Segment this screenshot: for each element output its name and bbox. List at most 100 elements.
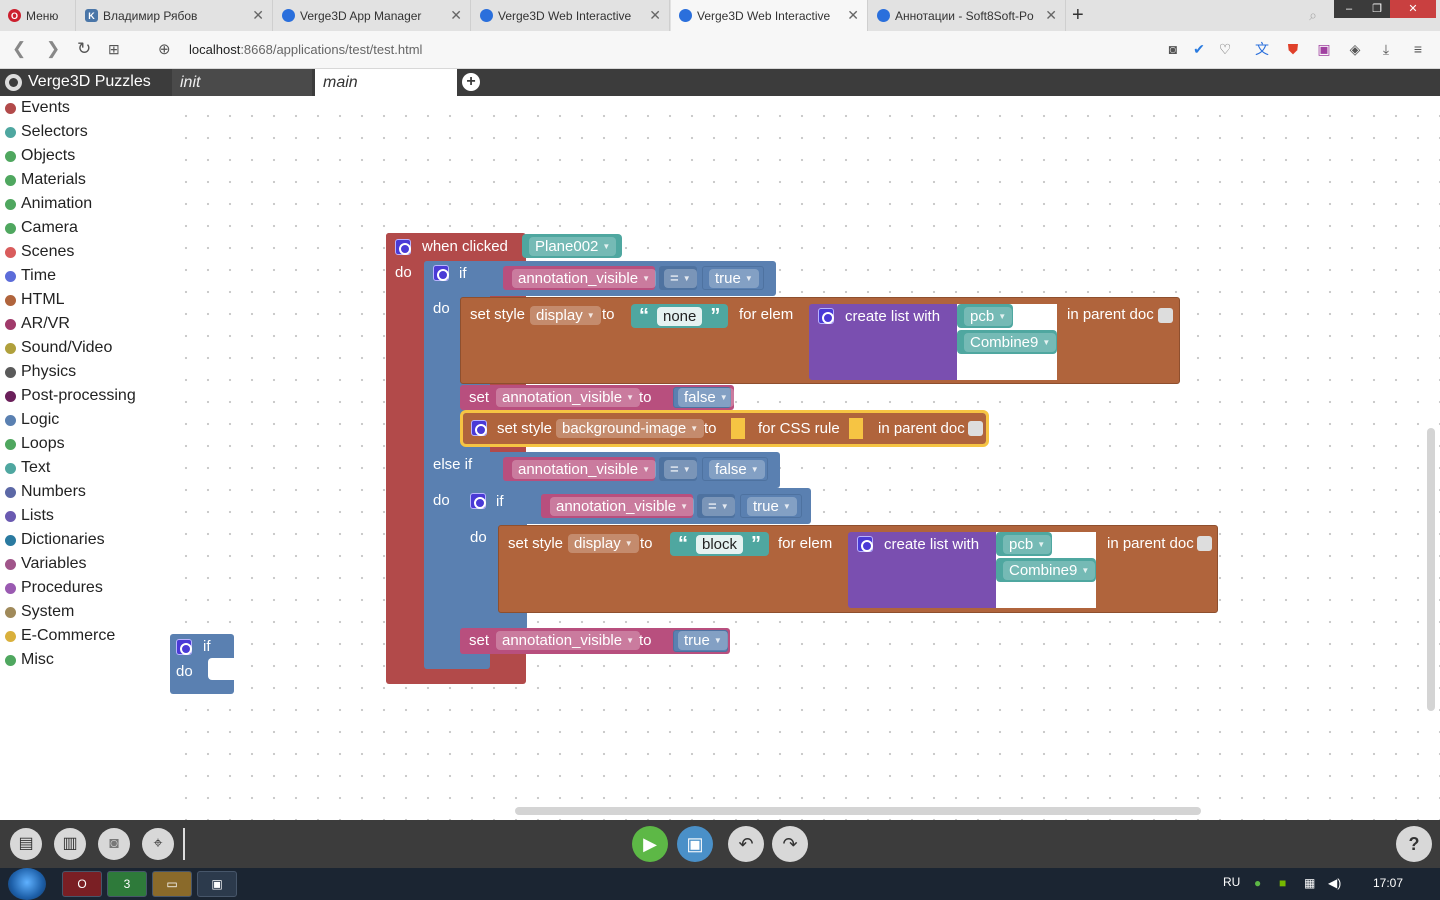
maximize-button[interactable]: ❐ (1362, 0, 1392, 18)
object-pcb[interactable]: pcb▼ (996, 532, 1052, 556)
toolbox-category-camera[interactable]: Camera (5, 216, 78, 240)
workspace[interactable] (170, 96, 1440, 820)
toolbox-category-materials[interactable]: Materials (5, 168, 86, 192)
text-none[interactable]: “none” (631, 304, 729, 328)
heart-icon[interactable]: ♡ (1218, 41, 1232, 57)
speed-dial-icon[interactable]: ⊞ (108, 41, 120, 57)
stray-if-block[interactable]: if do (170, 634, 234, 694)
redo-button[interactable]: ↷ (772, 826, 808, 862)
close-window-button[interactable]: ✕ (1390, 0, 1436, 18)
gear-icon[interactable] (818, 308, 834, 324)
search-icon[interactable]: ⌕ (1309, 7, 1317, 23)
text-value[interactable]: none (657, 306, 703, 326)
empty-input-slot[interactable] (731, 418, 745, 439)
close-tab-icon[interactable]: ✕ (1045, 7, 1057, 23)
variable-getter[interactable]: annotation_visible▼ (541, 494, 695, 518)
text-block[interactable]: “block” (670, 532, 770, 556)
parent-doc-checkbox[interactable] (1197, 536, 1212, 551)
toolbox-category-objects[interactable]: Objects (5, 144, 75, 168)
opera-taskbar-icon[interactable]: O (62, 871, 102, 897)
boolean-true[interactable]: true▼ (702, 266, 764, 290)
gear-icon[interactable] (176, 639, 192, 655)
toolbox-category-numbers[interactable]: Numbers (5, 480, 86, 504)
minimize-button[interactable]: – (1334, 0, 1364, 18)
tab-init[interactable]: init (172, 69, 312, 96)
toolbox-category-sound-video[interactable]: Sound/Video (5, 336, 112, 360)
object-selector[interactable]: Plane002▼ (522, 234, 622, 258)
run-button[interactable]: ▶ (632, 826, 668, 862)
toolbox-category-e-commerce[interactable]: E-Commerce (5, 624, 115, 648)
undo-button[interactable]: ↶ (728, 826, 764, 862)
panel-icon[interactable]: ▥ (54, 828, 86, 860)
tab-app-manager[interactable]: Verge3D App Manager ✕ (274, 0, 471, 31)
empty-input-slot[interactable] (849, 418, 863, 439)
toolbox-category-events[interactable]: Events (5, 96, 70, 120)
app-taskbar-icon[interactable]: 3 (107, 871, 147, 897)
toolbox-category-procedures[interactable]: Procedures (5, 576, 103, 600)
toolbox-category-selectors[interactable]: Selectors (5, 120, 88, 144)
toolbox-category-variables[interactable]: Variables (5, 552, 87, 576)
opera-menu-button[interactable]: O Меню (0, 0, 76, 31)
back-icon[interactable]: ❮ (12, 39, 27, 58)
compare-operator[interactable]: =▼ (697, 494, 735, 518)
close-tab-icon[interactable]: ✕ (847, 7, 859, 23)
library-icon[interactable]: ▤ (10, 828, 42, 860)
toolbox-category-animation[interactable]: Animation (5, 192, 92, 216)
tab-annotations[interactable]: Аннотации - Soft8Soft-Po ✕ (869, 0, 1066, 31)
compare-operator[interactable]: =▼ (659, 457, 697, 481)
volume-tray-icon[interactable]: ◀) (1328, 876, 1342, 890)
toolbox-category-time[interactable]: Time (5, 264, 56, 288)
translate-icon[interactable]: 文 (1255, 41, 1269, 57)
close-tab-icon[interactable]: ✕ (252, 7, 264, 23)
forward-icon[interactable]: ❯ (46, 39, 61, 58)
variable-getter[interactable]: annotation_visible▼ (503, 266, 657, 290)
extension-icon[interactable]: ▣ (1317, 41, 1331, 57)
help-button[interactable]: ? (1396, 826, 1432, 862)
add-tab-button[interactable]: + (462, 73, 480, 91)
toolbox-category-dictionaries[interactable]: Dictionaries (5, 528, 105, 552)
gear-icon[interactable] (471, 420, 487, 436)
object-combine9[interactable]: Combine9▼ (957, 330, 1057, 354)
gear-icon[interactable] (433, 265, 449, 281)
network-tray-icon[interactable]: ▦ (1304, 876, 1316, 890)
vertical-scrollbar[interactable] (1427, 428, 1435, 711)
when-clicked-block[interactable]: when clicked (386, 233, 522, 260)
object-combine9[interactable]: Combine9▼ (996, 558, 1096, 582)
reload-icon[interactable]: ↻ (77, 39, 92, 58)
tab-vk[interactable]: K Владимир Рябов ✕ (77, 0, 273, 31)
close-tab-icon[interactable]: ✕ (450, 7, 462, 23)
shield-check-icon[interactable]: ✔ (1193, 41, 1205, 57)
close-tab-icon[interactable]: ✕ (649, 7, 661, 23)
toolbox-category-scenes[interactable]: Scenes (5, 240, 74, 264)
screenshot-icon[interactable]: ◙ (98, 828, 130, 860)
boolean-false[interactable]: false▼ (673, 387, 734, 408)
gear-icon[interactable] (857, 536, 873, 552)
boolean-false[interactable]: false▼ (702, 457, 768, 481)
tab-web-interactive-1[interactable]: Verge3D Web Interactive ✕ (472, 0, 670, 31)
tab-main[interactable]: main (315, 69, 457, 96)
toolbox-category-lists[interactable]: Lists (5, 504, 54, 528)
gear-icon[interactable] (470, 493, 486, 509)
download-icon[interactable]: ⤓ (1382, 41, 1390, 57)
gear-icon[interactable] (395, 239, 411, 255)
object-pcb[interactable]: pcb▼ (957, 304, 1013, 328)
tab-web-interactive-active[interactable]: Verge3D Web Interactive ✕ (671, 0, 868, 31)
text-value[interactable]: block (696, 534, 744, 554)
set-style-background-image[interactable]: set style background-image▼ to for CSS r… (460, 410, 989, 447)
window-taskbar-icon[interactable]: ▣ (197, 871, 237, 897)
language-indicator[interactable]: RU (1223, 875, 1241, 889)
new-tab-button[interactable]: + (1072, 4, 1084, 26)
toolbox-category-system[interactable]: System (5, 600, 74, 624)
parent-doc-checkbox[interactable] (1158, 308, 1173, 323)
toolbox-category-loops[interactable]: Loops (5, 432, 65, 456)
parent-doc-checkbox[interactable] (968, 421, 983, 436)
boolean-true[interactable]: true▼ (740, 494, 802, 518)
camera-icon[interactable]: ◙ (1168, 41, 1178, 57)
adblock-icon[interactable]: ⛊ (1287, 41, 1299, 57)
variable-getter[interactable]: annotation_visible▼ (503, 457, 657, 481)
compare-operator[interactable]: =▼ (659, 266, 697, 290)
url-field[interactable]: localhost:8668/applications/test/test.ht… (189, 42, 422, 57)
toolbox-category-text[interactable]: Text (5, 456, 50, 480)
wallet-icon[interactable]: ◈ (1349, 41, 1361, 57)
horizontal-scrollbar[interactable] (515, 807, 1201, 815)
